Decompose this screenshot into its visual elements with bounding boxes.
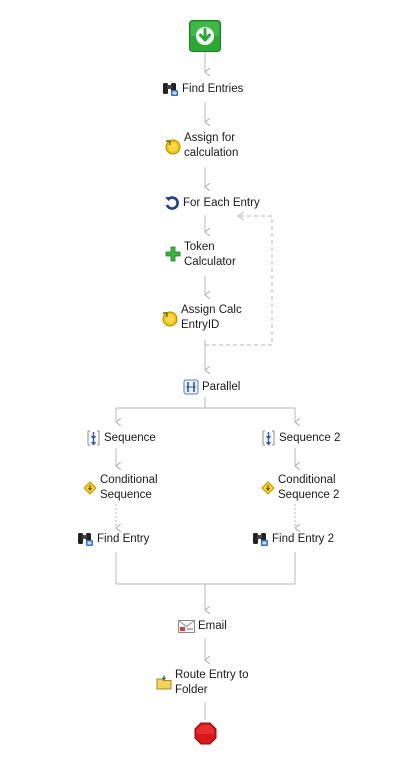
sequence-node[interactable]: Sequence (86, 430, 156, 446)
find-entries-node[interactable]: Find Entries (162, 81, 243, 97)
binoculars-icon (77, 531, 94, 547)
start-arrow-icon (189, 20, 221, 52)
token-calculator-label-2: Calculator (184, 256, 236, 268)
conditional-sequence-label-1: Conditional (100, 474, 158, 486)
conditional-diamond-icon (261, 481, 275, 495)
find-entry-label: Find Entry (97, 532, 150, 545)
assign-for-calculation-node[interactable]: Assign for calculation (164, 131, 238, 161)
conditional-sequence-2-label-1: Conditional (278, 474, 336, 486)
binoculars-icon (162, 81, 179, 97)
sequence-label: Sequence (104, 431, 156, 444)
assign-coin-icon (164, 138, 181, 155)
assign-for-calculation-label-1: Assign for (184, 132, 236, 144)
conditional-sequence-label-2: Sequence (100, 489, 152, 501)
start-node[interactable] (189, 20, 221, 52)
route-entry-to-folder-label-1: Route Entry to (175, 669, 249, 681)
sequence-icon (261, 430, 276, 446)
assign-calc-entryid-label-2: EntryID (181, 319, 220, 331)
find-entry-2-label: Find Entry 2 (272, 532, 334, 545)
end-node[interactable] (194, 722, 217, 745)
conditional-sequence-node[interactable]: Conditional Sequence (83, 473, 158, 503)
binoculars-icon (252, 531, 269, 547)
conditional-diamond-icon (83, 481, 97, 495)
assign-coin-icon (161, 310, 178, 327)
token-calculator-node[interactable]: Token Calculator (165, 240, 236, 270)
find-entry-2-node[interactable]: Find Entry 2 (252, 531, 334, 547)
loop-back-arrowhead (237, 211, 245, 221)
route-entry-to-folder-label-2: Folder (175, 684, 208, 696)
folder-icon (156, 675, 172, 691)
assign-for-calculation-label-2: calculation (184, 147, 239, 159)
stop-octagon-icon (194, 722, 217, 745)
sequence-icon (86, 430, 101, 446)
parallel-icon (183, 379, 199, 395)
find-entry-node[interactable]: Find Entry (77, 531, 149, 547)
email-icon (178, 620, 195, 633)
green-plus-icon (165, 246, 181, 262)
conditional-sequence-2-label-2: Sequence 2 (278, 489, 340, 501)
find-entries-label: Find Entries (182, 82, 244, 95)
conditional-sequence-2-node[interactable]: Conditional Sequence 2 (261, 473, 339, 503)
sequence-2-node[interactable]: Sequence 2 (261, 430, 340, 446)
sequence-2-label: Sequence 2 (279, 431, 341, 444)
email-label: Email (198, 620, 227, 632)
parallel-node[interactable]: Parallel (183, 379, 240, 395)
parallel-label: Parallel (202, 380, 241, 393)
token-calculator-label-1: Token (184, 241, 215, 253)
loop-arrow-icon (164, 195, 180, 211)
for-each-entry-node[interactable]: For Each Entry (164, 195, 260, 211)
loop-back-connector (205, 215, 273, 346)
assign-calc-entryid-node[interactable]: Assign Calc EntryID (161, 303, 242, 333)
route-entry-to-folder-node[interactable]: Route Entry to Folder (156, 668, 249, 698)
for-each-entry-label: For Each Entry (183, 196, 260, 209)
email-node[interactable]: Email (178, 619, 227, 634)
assign-calc-entryid-label-1: Assign Calc (181, 304, 242, 316)
